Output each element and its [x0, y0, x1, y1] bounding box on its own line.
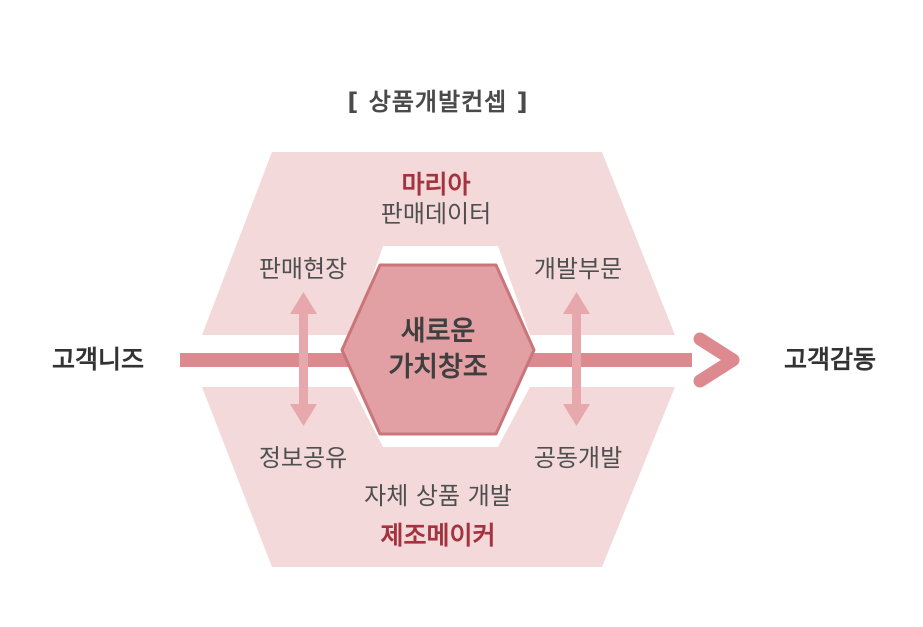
corner-label-bottom-left: 정보공유 — [258, 444, 348, 472]
bottom-sub-label: 자체 상품 개발 — [364, 482, 512, 510]
center-label: 새로운 가치창조 — [388, 314, 487, 386]
center-label-line2: 가치창조 — [388, 352, 488, 383]
customer-flow-arrow-head — [693, 332, 740, 388]
left-side-label: 고객니즈 — [51, 345, 145, 374]
corner-label-top-right: 개발부문 — [533, 255, 623, 283]
right-side-label: 고객감동 — [783, 345, 877, 374]
bottom-brand-label: 제조메이커 — [380, 521, 496, 550]
corner-label-top-left: 판매현장 — [258, 255, 348, 283]
top-brand-label: 마리아 — [401, 170, 471, 199]
right-double-arrow — [563, 292, 590, 426]
top-panel — [202, 152, 675, 335]
top-sub-label: 판매데이터 — [380, 200, 492, 228]
left-double-arrow — [290, 292, 317, 426]
corner-label-bottom-right: 공동개발 — [533, 444, 623, 472]
center-hexagon — [340, 263, 536, 436]
diagram-title: [ 상품개발컨셉 ] — [347, 88, 529, 116]
bottom-panel — [202, 387, 675, 567]
center-label-line1: 새로운 — [400, 316, 476, 347]
